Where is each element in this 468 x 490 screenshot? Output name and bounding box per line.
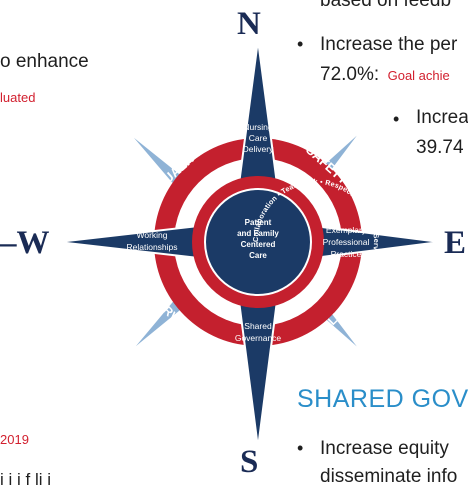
bullet1-line2: 72.0%: Goal achie [320, 64, 450, 86]
east-line: Exemplary [326, 225, 367, 235]
compass-center-disc [204, 188, 312, 296]
compass-center-text: Patient and Family Centered Care [237, 218, 279, 260]
sub-bullet-line1: Increa [416, 107, 468, 128]
compass-north-letter: N [237, 6, 261, 42]
north-line: Care [249, 133, 268, 143]
west-line: Working [136, 230, 167, 240]
west-dash: – [0, 225, 17, 261]
sub-bullet-dot: • [393, 109, 400, 129]
left-red-year: 2019 [0, 432, 29, 447]
east-line: Professional [323, 237, 370, 247]
south-point-text: Shared Governance [235, 321, 282, 343]
center-line: Centered [241, 240, 276, 249]
bullet2-line1: Increase equity [320, 438, 449, 459]
center-line: Care [249, 251, 267, 260]
compass-south-letter: S [240, 444, 259, 480]
left-red-note: luated [0, 90, 36, 105]
bullet-dot: • [297, 438, 304, 458]
ring-label-quality: QUALITY [152, 144, 205, 194]
compass-east-letter: E [444, 225, 467, 261]
section-heading: SHARED GOVE [297, 385, 468, 413]
bullet-dot: • [297, 34, 304, 54]
ring-label-service: SERVICE [149, 292, 196, 339]
left-text-line: o enhance [0, 51, 89, 72]
right-top-cut-text: based on feedb [320, 0, 452, 11]
north-point-text: Nursing Care Delivery [243, 122, 274, 154]
east-line: Practice [331, 249, 362, 259]
west-letter: W [16, 225, 50, 261]
west-line: Relationships [126, 242, 177, 252]
compass-west-letter: –W [0, 225, 50, 262]
bullet2-line2: disseminate info [320, 466, 458, 487]
ring-label-value: VALUE [314, 301, 352, 339]
south-line: Governance [235, 333, 282, 343]
south-line: Shared [244, 321, 272, 331]
north-line: Delivery [243, 144, 274, 154]
bullet1-goal-note: Goal achie [387, 68, 450, 83]
sub-bullet-line2: 39.74 [416, 137, 464, 158]
bullet1-value: 72.0%: [320, 64, 380, 85]
north-line: Nursing [243, 122, 273, 132]
west-point-text: Working Relationships [126, 230, 177, 252]
center-line: and Family [237, 229, 279, 238]
east-point-text: Exemplary Professional Practice [323, 225, 370, 259]
bullet1-line1: Increase the per [320, 34, 458, 55]
center-line: Patient [245, 218, 272, 227]
